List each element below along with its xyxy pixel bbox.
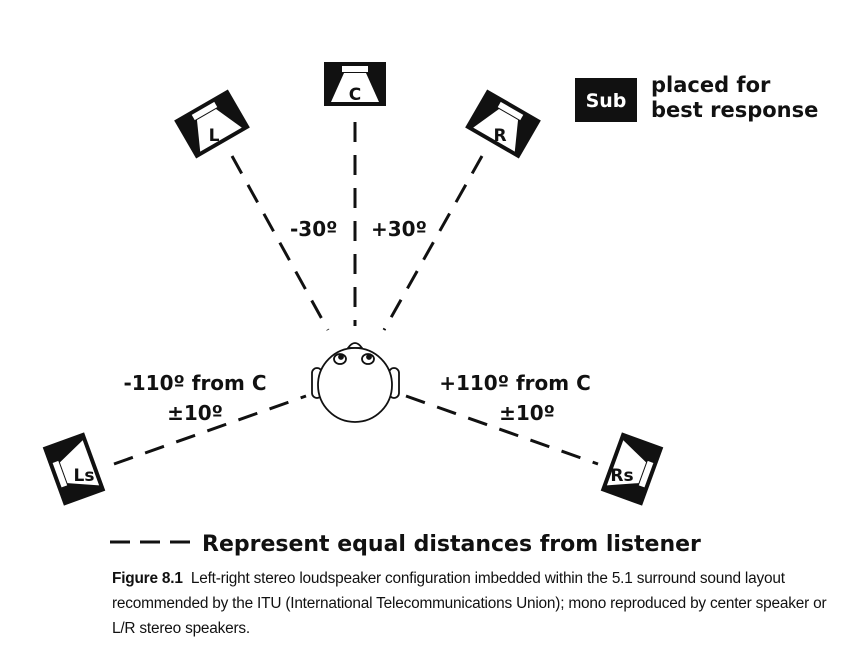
left-speaker-icon: L <box>174 89 250 159</box>
sub-note-line2: best response <box>651 98 818 122</box>
sub-note-line1: placed for <box>651 73 771 97</box>
left-speaker-label: L <box>209 126 220 146</box>
right-distance-line <box>382 155 484 331</box>
right-surround-speaker-icon: Rs <box>600 432 664 506</box>
center-speaker-icon: C <box>324 62 386 106</box>
right-front-angle: +30º <box>371 217 427 241</box>
listener-head-icon <box>311 342 400 423</box>
left-surround-speaker-label: Ls <box>74 466 95 486</box>
left-surround-angle: -110º from C <box>123 371 266 395</box>
right-speaker-label: R <box>493 126 506 146</box>
right-surround-distance-line <box>405 394 599 466</box>
legend-text: Represent equal distances from listener <box>202 532 701 557</box>
figure-caption: Figure 8.1 Left-right stereo loudspeaker… <box>112 566 842 641</box>
caption-text: Left-right stereo loudspeaker configurat… <box>112 570 827 637</box>
right-surround-tolerance: ±10º <box>499 401 555 425</box>
sub-box <box>575 78 637 122</box>
right-surround-angle: +110º from C <box>439 371 591 395</box>
left-surround-speaker-icon: Ls <box>42 432 106 506</box>
figure-label: Figure 8.1 <box>112 570 183 587</box>
left-surround-tolerance: ±10º <box>167 401 223 425</box>
left-front-angle: -30º <box>290 217 337 241</box>
right-surround-speaker-label: Rs <box>610 466 633 486</box>
left-distance-line <box>230 155 330 331</box>
left-surround-distance-line <box>113 394 307 466</box>
center-speaker-label: C <box>349 85 361 105</box>
right-speaker-icon: R <box>465 89 541 159</box>
sub-label: Sub <box>586 90 627 112</box>
